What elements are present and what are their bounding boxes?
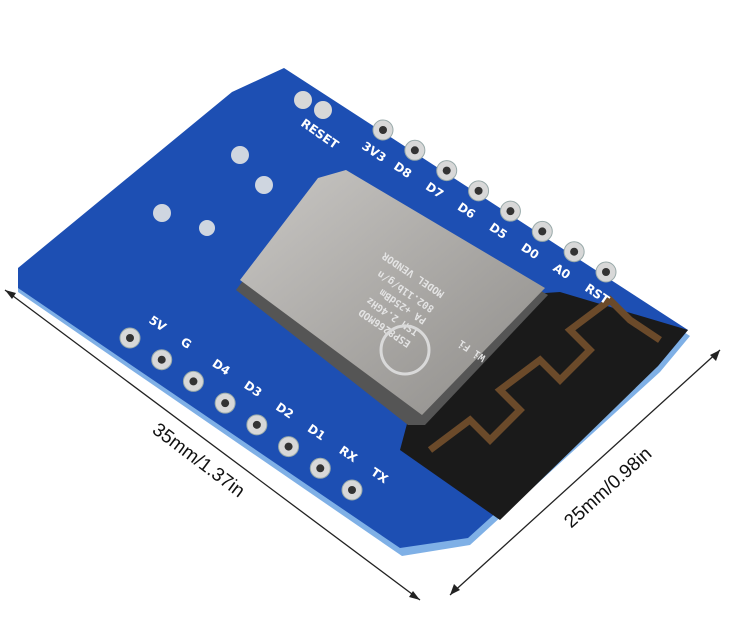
pin-hole [538, 227, 547, 236]
pin-hole [284, 442, 293, 451]
pin-hole [442, 166, 451, 175]
pin-hole [189, 377, 198, 386]
via-holes [153, 146, 273, 236]
width-label: 25mm/0.98in [560, 443, 656, 532]
pin-hole [602, 268, 610, 276]
antenna-trace [427, 295, 662, 453]
pin-hole [157, 355, 166, 364]
pin-hole [252, 420, 261, 429]
pin-hole [126, 334, 134, 342]
pin-hole [316, 464, 325, 473]
pin-hole [379, 126, 387, 134]
pin-hole [506, 207, 515, 216]
pin-hole [474, 186, 483, 195]
espressif-logo-icon [379, 324, 431, 376]
pin-hole [570, 247, 579, 256]
pin-hole [410, 146, 419, 155]
reset-pads [294, 91, 332, 119]
pin-hole [348, 486, 356, 494]
pin-hole [221, 399, 230, 408]
esp-module: ESP8266MOD ISM 2.4GHz PA +25dBm 802.11b/… [236, 170, 548, 425]
